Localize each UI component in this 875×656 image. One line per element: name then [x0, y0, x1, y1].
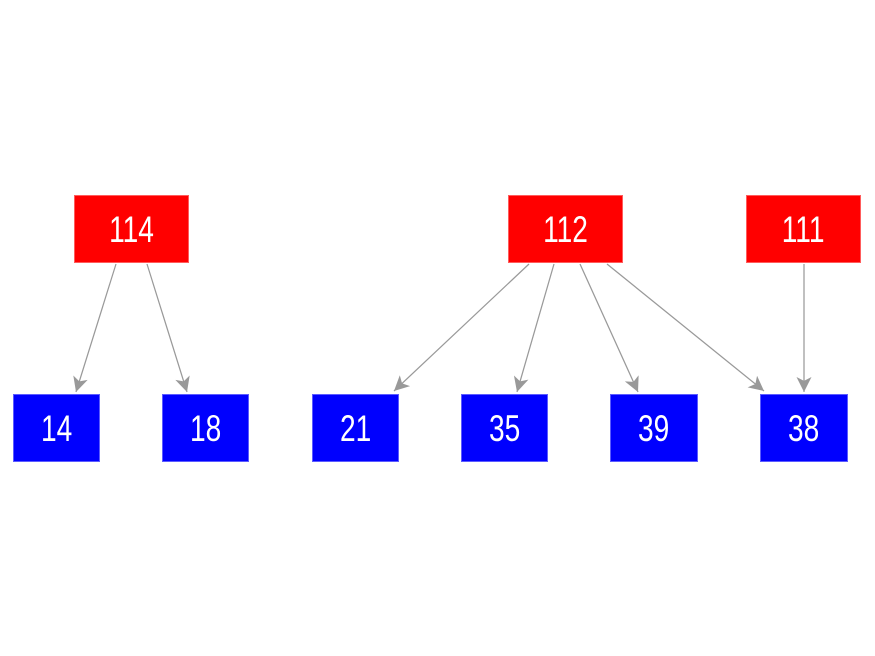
edge-112-38 — [606, 263, 765, 392]
node-label: 112 — [543, 208, 588, 250]
node-14[interactable]: 14 — [13, 394, 100, 462]
node-38[interactable]: 38 — [760, 394, 848, 462]
node-18[interactable]: 18 — [162, 394, 249, 462]
node-label: 35 — [488, 407, 521, 449]
node-112[interactable]: 112 — [508, 195, 623, 263]
edge-114-14 — [73, 263, 117, 393]
edge-112-21 — [393, 263, 530, 392]
node-label: 21 — [339, 407, 372, 449]
node-label: 14 — [40, 407, 73, 449]
node-label: 18 — [189, 407, 222, 449]
node-label: 111 — [782, 208, 825, 250]
node-21[interactable]: 21 — [312, 394, 399, 462]
node-label: 39 — [638, 407, 670, 449]
node-label: 38 — [788, 407, 820, 449]
edge-group — [73, 263, 812, 393]
node-114[interactable]: 114 — [74, 195, 189, 263]
edge-114-18 — [146, 263, 190, 393]
node-label: 114 — [109, 208, 154, 250]
node-111[interactable]: 111 — [746, 195, 861, 263]
node-35[interactable]: 35 — [461, 394, 548, 462]
node-39[interactable]: 39 — [610, 394, 698, 462]
edge-112-35 — [513, 263, 555, 393]
edge-112-39 — [579, 263, 639, 393]
